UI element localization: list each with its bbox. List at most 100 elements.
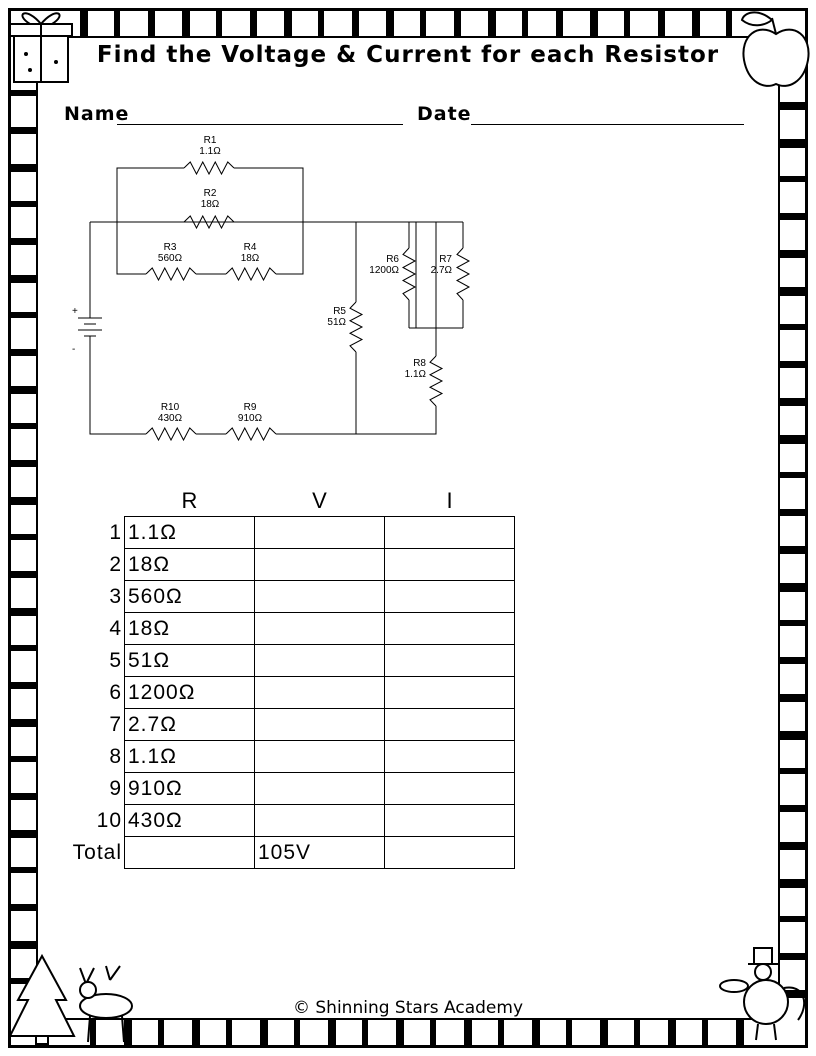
resistance-cell [124,836,255,869]
border-stripe [10,756,36,762]
border-stripe [158,1020,164,1046]
current-cell[interactable] [384,804,515,837]
voltage-cell[interactable] [254,740,385,773]
row-number: 10 [96,808,122,832]
current-cell[interactable] [384,676,515,709]
current-cell[interactable] [384,708,515,741]
border-stripe [556,10,563,36]
current-cell[interactable] [384,548,515,581]
date-label: Date [417,103,472,125]
border-stripe [10,904,36,911]
current-cell[interactable] [384,772,515,805]
resistor-value-label: 560Ω [158,253,183,264]
border-stripe [658,10,665,36]
current-cell[interactable] [384,516,515,549]
current-cell[interactable] [384,836,515,869]
border-stripe [780,842,806,850]
row-number: 8 [109,744,122,768]
current-cell[interactable] [384,740,515,773]
voltage-cell[interactable] [254,612,385,645]
border-stripe [80,10,88,36]
border-stripe [284,10,292,36]
row-number: 6 [109,680,122,704]
border-stripe [10,312,36,318]
voltage-cell[interactable] [254,644,385,677]
circuit-diagram: R11.1ΩR218ΩR3560ΩR418ΩR551ΩR61200ΩR72.7Ω… [72,135,471,442]
border-stripe [532,1020,540,1046]
border-stripe [780,731,806,740]
border-stripe [148,10,155,36]
border-stripe [780,250,806,258]
voltage-cell[interactable] [254,804,385,837]
border-stripe [590,10,598,36]
resistance-cell: 18Ω [124,612,255,645]
border-stripe [10,349,36,356]
resistor-id-label: R1 [204,135,217,146]
border-stripe [90,1020,96,1046]
border-stripe [396,1020,404,1046]
tree-icon [8,953,76,1045]
table-row: Total 105V [64,836,515,869]
voltage-cell[interactable] [254,516,385,549]
voltage-cell[interactable] [254,676,385,709]
header-blank [64,486,125,517]
border-stripe [780,916,806,922]
border-stripe [10,830,36,838]
border-stripe [260,1020,268,1046]
border-stripe [780,435,806,444]
resistor-value-label: 910Ω [238,413,263,424]
border-stripe [10,497,36,505]
border-stripe [124,1020,132,1046]
battery-minus-label: - [72,344,75,355]
name-field[interactable] [117,124,403,125]
border-stripe [10,719,36,727]
date-field[interactable] [471,124,744,125]
voltage-cell[interactable] [254,772,385,805]
voltage-cell[interactable] [254,580,385,613]
apple-icon [740,11,810,87]
current-cell[interactable] [384,612,515,645]
border-stripe [294,1020,300,1046]
border-stripe [566,1020,572,1046]
border-stripe [10,645,36,651]
resistor-id-label: R8 [413,358,426,369]
current-cell[interactable] [384,644,515,677]
border-stripe [362,1020,368,1046]
border-stripe [668,1020,676,1046]
voltage-cell[interactable] [254,708,385,741]
resistor-id-label: R7 [439,254,452,265]
row-number: 7 [109,712,122,736]
resistance-cell: 2.7Ω [124,708,255,741]
resistor-r2 [183,214,235,230]
header-r: R [181,488,198,513]
border-stripe [10,978,36,984]
border-stripe [10,164,36,172]
resistor-id-label: R10 [161,402,180,413]
border-stripe [114,10,120,36]
resistor-value-label: 2.7Ω [431,265,453,276]
border-stripe [464,1020,472,1046]
border-stripe [352,10,359,36]
row-number: Total [72,840,122,864]
voltage-cell[interactable] [254,548,385,581]
border-stripe [182,10,190,36]
border-stripe [600,1020,608,1046]
border-stripe [780,879,806,888]
voltage-cell[interactable]: 105V [254,836,385,869]
border-stripe [780,324,806,330]
current-cell[interactable] [384,580,515,613]
resistor-r7 [455,247,471,301]
border-stripe [780,805,806,812]
border-stripe [692,10,700,36]
border-stripe [10,682,36,689]
resistor-r6 [401,247,417,301]
border-stripe [736,1020,744,1046]
border-stripe [634,1020,640,1046]
border-stripe [726,10,732,36]
